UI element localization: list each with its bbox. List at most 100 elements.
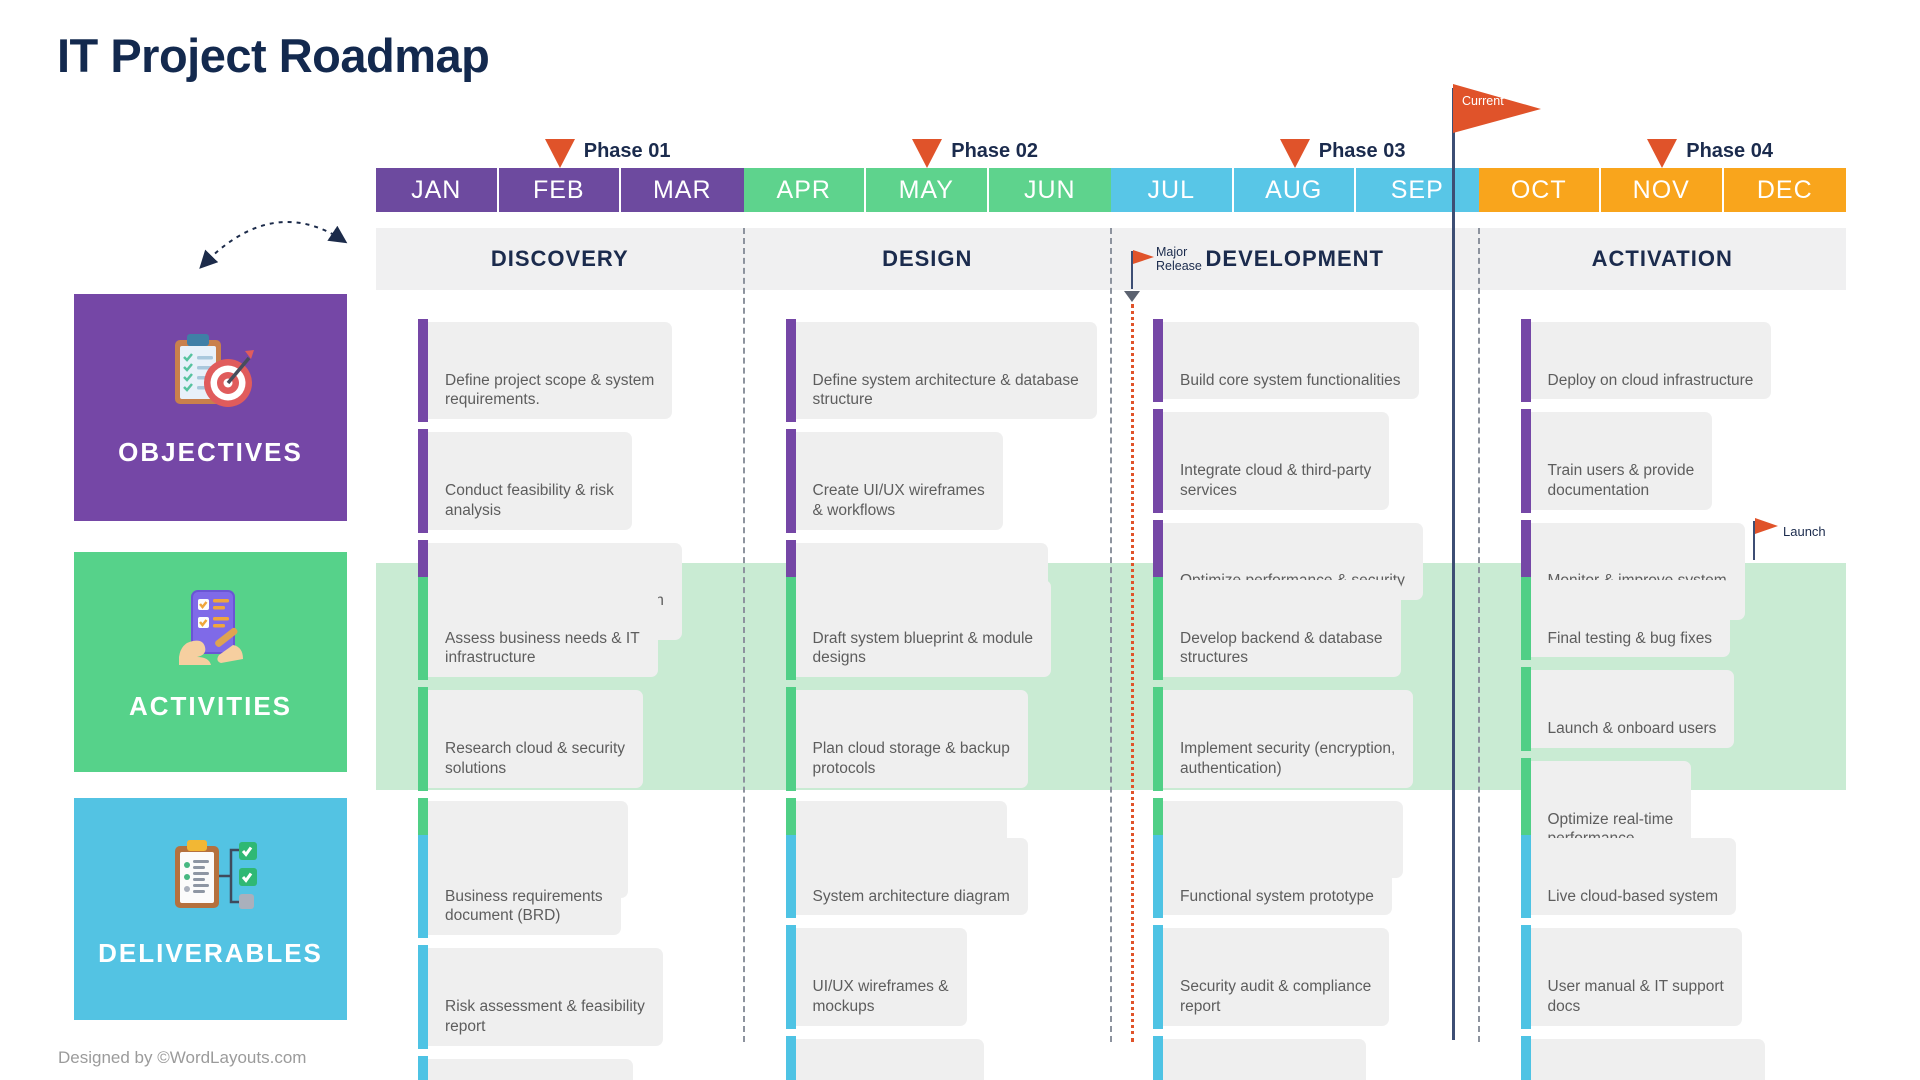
- column-separator: [742, 228, 745, 1042]
- card-accent-bar: [1153, 925, 1163, 1029]
- task-card-text: Launch & onboard users: [1547, 720, 1717, 738]
- task-card-text: Deploy on cloud infrastructure: [1547, 371, 1754, 389]
- month-cell-mar: MAR: [621, 168, 744, 212]
- task-card: Develop backend & database structures: [1153, 577, 1401, 681]
- month-cell-aug: AUG: [1233, 168, 1356, 212]
- page-title: IT Project Roadmap: [57, 29, 490, 82]
- footer-credit: Designed by ©WordLayouts.com: [58, 1048, 307, 1067]
- sidebar-box-activities: ACTIVITIES: [74, 552, 347, 772]
- task-card-text: Conduct feasibility & risk analysis: [445, 481, 614, 519]
- month-cell-jun: JUN: [988, 168, 1111, 212]
- task-card-text: Implement security (encryption, authenti…: [1180, 739, 1396, 777]
- phase-flag-label: Phase 04: [1686, 140, 1773, 162]
- phase-column-header: ACTIVATION: [1591, 246, 1733, 271]
- task-card-text: User manual & IT support docs: [1547, 978, 1724, 1015]
- sidebar-box-objectives: OBJECTIVES: [74, 294, 347, 521]
- card-column: System architecture diagram UI/UX wirefr…: [785, 835, 1028, 1080]
- task-card-text: Research cloud & security solutions: [445, 739, 626, 777]
- card-accent-bar: [1520, 835, 1531, 919]
- card-accent-bar: [418, 687, 428, 791]
- task-card: Approved project charter: [418, 1055, 633, 1080]
- task-card: Conduct feasibility & risk analysis: [418, 429, 632, 533]
- task-card-text: Develop backend & database structures: [1180, 629, 1383, 667]
- card-accent-bar: [1520, 519, 1531, 624]
- card-accent-bar: [1520, 757, 1531, 862]
- current-flag-icon: [1453, 84, 1541, 133]
- column-separator: [1110, 228, 1112, 1042]
- task-card: Functional system prototype: [1153, 835, 1392, 919]
- card-accent-bar: [418, 1055, 428, 1080]
- card-accent-bar: [785, 577, 796, 681]
- current-marker-line: [1452, 88, 1455, 1040]
- clipboard-checks-icon: [174, 840, 257, 909]
- card-accent-bar: [1520, 1035, 1531, 1080]
- phase-flag-label: Phase 03: [1318, 140, 1406, 162]
- task-card: Live cloud-based system: [1520, 835, 1737, 919]
- launch-flag-icon: [1755, 518, 1778, 534]
- phase-flag-icon: [1647, 139, 1678, 168]
- task-card: Assess business needs & IT infrastructur…: [418, 577, 658, 681]
- task-card-text: Plan cloud storage & backup protocols: [812, 739, 1010, 777]
- current-flag-label: Current: [1462, 94, 1504, 108]
- card-accent-bar: [785, 429, 796, 533]
- phase-column-header: DISCOVERY: [490, 246, 629, 271]
- task-card: Research cloud & security solutions: [418, 687, 644, 791]
- major-release-label: Major Release: [1156, 245, 1202, 274]
- card-column: Build core system functionalities Integr…: [1153, 319, 1423, 604]
- month-cell-nov: NOV: [1601, 168, 1724, 212]
- card-accent-bar: [418, 945, 428, 1049]
- task-card-text: Business requirements document (BRD): [445, 887, 603, 925]
- task-card: Build core system functionalities: [1153, 319, 1419, 403]
- phase-flag-icon: [544, 139, 575, 168]
- month-cell-dec: DEC: [1723, 168, 1846, 212]
- task-card: System architecture diagram: [785, 835, 1028, 919]
- card-accent-bar: [1153, 577, 1163, 681]
- task-card: Define system architecture & database st…: [785, 319, 1097, 423]
- task-card: Create UI/UX wireframes & workflows: [785, 429, 1003, 533]
- card-accent-bar: [785, 319, 796, 423]
- major-release-pointer-icon: [1124, 291, 1140, 302]
- hands-checklist-icon: [178, 590, 243, 665]
- task-card-text: Functional system prototype: [1180, 887, 1374, 905]
- task-card-text: UI/UX wireframes & mockups: [812, 978, 949, 1015]
- task-card: Risk assessment & feasibility report: [418, 945, 663, 1049]
- task-card: User manual & IT support docs: [1520, 925, 1742, 1029]
- major-release-flag-icon: [1133, 250, 1154, 264]
- task-card: Performance monitoring plan: [1520, 1035, 1765, 1080]
- month-cell-jan: JAN: [376, 168, 499, 212]
- task-card-text: Assess business needs & IT infrastructur…: [445, 629, 640, 667]
- card-accent-bar: [785, 1035, 796, 1080]
- month-cell-jul: JUL: [1111, 168, 1234, 212]
- task-card-text: Define project scope & system requiremen…: [445, 371, 655, 409]
- card-accent-bar: [1153, 409, 1163, 513]
- month-cell-sep: SEP: [1356, 168, 1479, 212]
- task-card: Performance test results: [1153, 1035, 1366, 1080]
- task-card: Define project scope & system requiremen…: [418, 319, 673, 423]
- column-separator: [1477, 228, 1480, 1042]
- phase-flag-icon: [912, 139, 943, 168]
- phase-flag-label: Phase 01: [583, 140, 671, 162]
- task-card-text: Create UI/UX wireframes & workflows: [812, 481, 985, 519]
- task-card: Launch & onboard users: [1520, 667, 1735, 751]
- task-card: Business requirements document (BRD): [418, 835, 621, 939]
- card-accent-bar: [1153, 319, 1163, 403]
- phase-flag-label: Phase 02: [951, 140, 1038, 162]
- phase-column-header: DEVELOPMENT: [1205, 246, 1384, 271]
- card-column: Final testing & bug fixes Launch & onboa…: [1520, 577, 1735, 862]
- card-column: Functional system prototype Security aud…: [1153, 835, 1392, 1080]
- sidebar-row-label: DELIVERABLES: [98, 938, 323, 968]
- task-card-text: System architecture diagram: [812, 887, 1010, 905]
- launch-label: Launch: [1783, 524, 1826, 539]
- major-release-flag-pole: [1131, 251, 1133, 289]
- task-card-text: Security audit & compliance report: [1180, 978, 1372, 1015]
- task-card: Train users & provide documentation: [1520, 409, 1713, 513]
- card-accent-bar: [418, 319, 428, 423]
- card-accent-bar: [1520, 925, 1531, 1029]
- task-card-text: Live cloud-based system: [1547, 887, 1719, 905]
- card-accent-bar: [1153, 1035, 1163, 1080]
- sidebar-row-label: ACTIVITIES: [128, 691, 292, 721]
- card-accent-bar: [418, 835, 428, 939]
- task-card: Final testing & bug fixes: [1520, 577, 1731, 661]
- card-accent-bar: [1153, 687, 1163, 791]
- card-column: Business requirements document (BRD) Ris…: [418, 835, 663, 1080]
